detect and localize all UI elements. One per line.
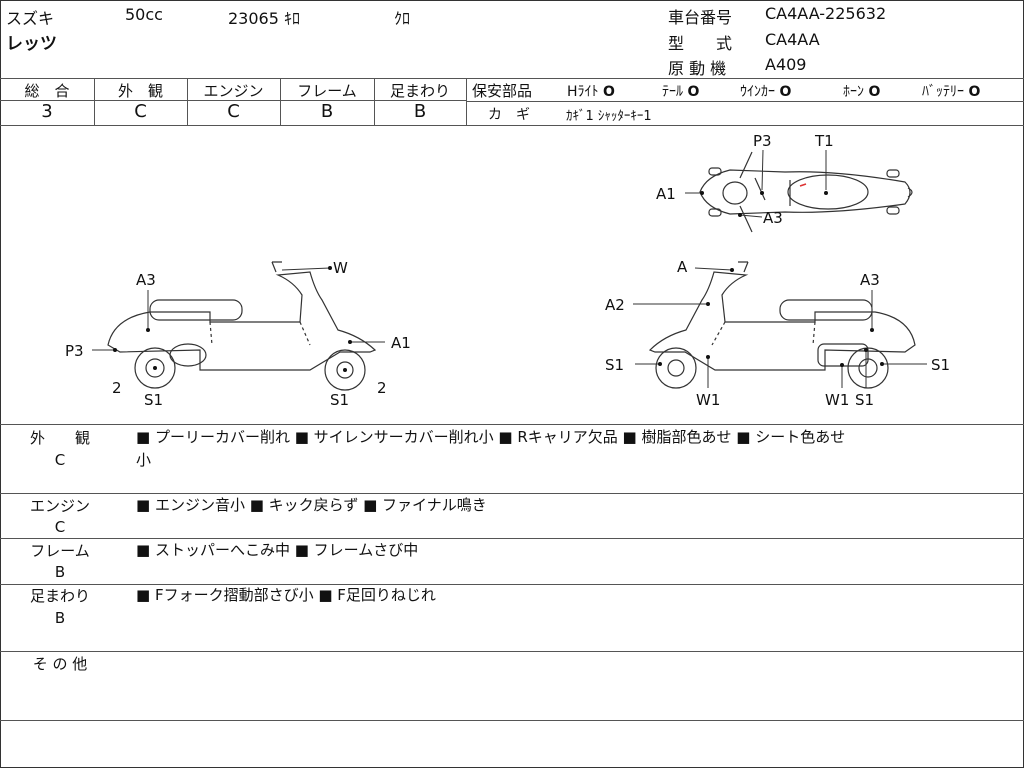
section-exterior-grade: C (54, 451, 66, 469)
label-right-s1b: S1 (855, 391, 874, 409)
grade-overall-value: 3 (41, 101, 53, 122)
safety-label: 保安部品 (472, 82, 533, 100)
model-code: CA4AA (765, 30, 820, 49)
safety-item-battery: ﾊﾞｯﾃﾘｰ O (922, 84, 981, 100)
frame-number-label: 車台番号 (668, 8, 733, 27)
label-left-s1b: S1 (330, 391, 349, 409)
label-top-t1: T1 (814, 132, 834, 150)
section-exterior-text: ■ プーリーカバー削れ ■ サイレンサーカバー削れ小 ■ Rキャリア欠品 ■ 樹… (136, 428, 846, 446)
section-frame-text: ■ ストッパーへこみ中 ■ フレームさび中 (136, 541, 419, 559)
safety-item-winker: ｳｲﾝｶｰ O (740, 84, 792, 100)
section-exterior-text-cont: 小 (136, 451, 152, 469)
color: ｸﾛ (394, 9, 411, 28)
label-right-a2: A2 (605, 296, 625, 314)
maker: スズキ (6, 9, 55, 28)
label-left-a1: A1 (391, 334, 411, 352)
scooter-left-view (107, 261, 377, 391)
section-suspension-label: 足まわり (29, 587, 90, 605)
label-left-2b: 2 (377, 379, 387, 397)
grade-engine-value: C (227, 101, 240, 122)
grade-frame-value: B (320, 101, 334, 122)
grade-exterior-value: C (134, 101, 147, 122)
label-left-p3: P3 (65, 342, 84, 360)
section-frame-label: フレーム (30, 542, 90, 560)
engine-code: A409 (765, 55, 807, 74)
mileage: 23065 ｷﾛ (228, 9, 300, 28)
grade-exterior-label: 外 観 (117, 82, 163, 100)
section-exterior-label: 外 観 (29, 429, 90, 447)
section-engine-label: エンジン (29, 497, 90, 515)
label-right-a: A (677, 258, 688, 276)
grade-suspension-value: B (413, 101, 427, 122)
label-top-p3: P3 (753, 132, 772, 150)
grade-suspension-label: 足まわり (389, 82, 450, 100)
label-right-a3: A3 (860, 271, 880, 289)
label-left-a3: A3 (136, 271, 156, 289)
key-label: カ ギ (488, 107, 530, 123)
safety-item-tail: ﾃｰﾙ O (662, 84, 700, 100)
label-top-a3: A3 (763, 209, 783, 227)
label-top-a1: A1 (656, 185, 676, 203)
safety-item-horn: ﾎｰﾝ O (843, 84, 881, 100)
label-left-w: W (333, 259, 348, 277)
label-left-s1a: S1 (144, 391, 163, 409)
grade-overall-label: 総 合 (24, 82, 70, 100)
model-name: レッツ (6, 34, 57, 54)
section-suspension-grade: B (54, 609, 66, 627)
frame-number: CA4AA-225632 (765, 4, 887, 23)
section-frame-grade: B (54, 563, 66, 581)
grade-engine-label: エンジン (203, 82, 264, 100)
section-engine-grade: C (54, 518, 66, 536)
label-right-w1b: W1 (825, 391, 849, 409)
scooter-diagram: P3 T1 A1 A3 A3 W P3 A1 2 S1 S1 2 A A3 A2… (65, 132, 950, 409)
scooter-top-view (699, 151, 913, 233)
key-value: ｶｷﾞ1 ｼｬｯﾀｰｷｰ1 (566, 109, 652, 124)
label-right-w1a: W1 (696, 391, 720, 409)
label-right-s1a: S1 (605, 356, 624, 374)
displacement: 50cc (125, 5, 163, 24)
safety-item-headlight: Hﾗｲﾄ O (567, 84, 615, 100)
model-label: 型 式 (668, 34, 733, 53)
section-suspension-text: ■ Fフォーク摺動部さび小 ■ F足回りねじれ (136, 586, 436, 604)
label-left-2a: 2 (112, 379, 122, 397)
grade-frame-label: フレーム (297, 82, 357, 100)
section-other-label: そ の 他 (32, 655, 88, 673)
section-engine-text: ■ エンジン音小 ■ キック戻らず ■ ファイナル鳴き (136, 496, 487, 514)
engine-label: 原 動 機 (668, 59, 727, 78)
label-right-s1c: S1 (931, 356, 950, 374)
